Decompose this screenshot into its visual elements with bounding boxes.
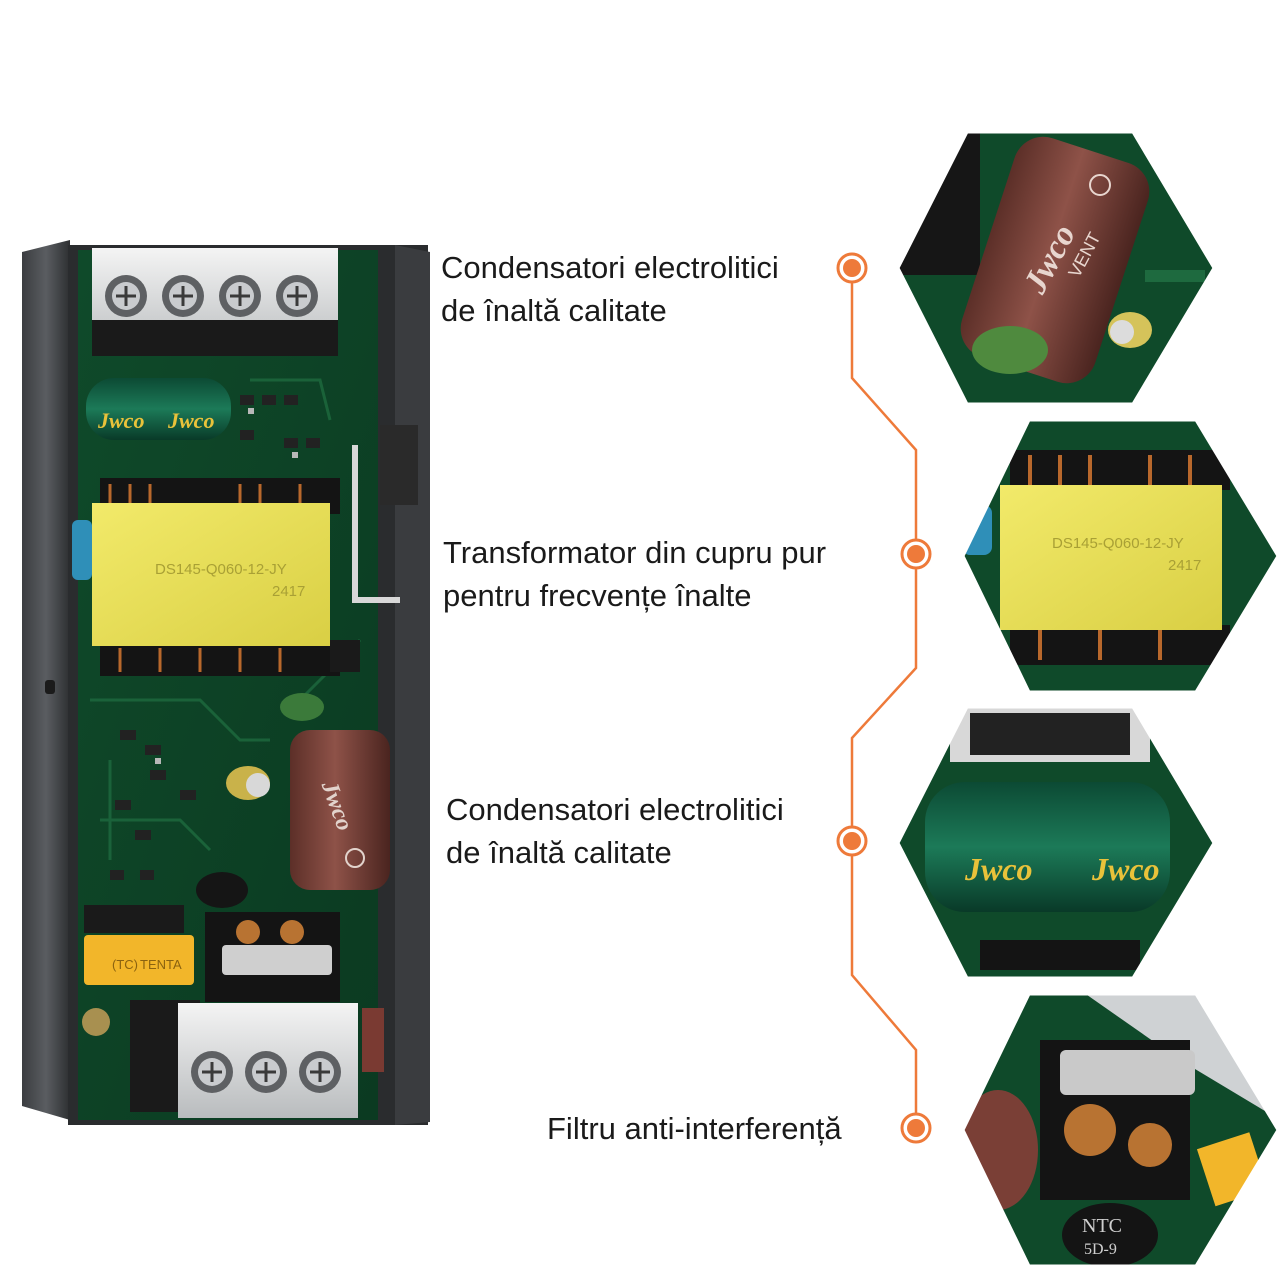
detail-hexagon-capacitor-brown: Jwco VENT (898, 132, 1214, 404)
svg-text:Jwco: Jwco (964, 851, 1033, 887)
callout-dot-icon (900, 1112, 932, 1144)
svg-text:5D-9: 5D-9 (1084, 1241, 1117, 1258)
fuse-brand: TENTA (140, 957, 182, 972)
callout-dot-icon (836, 825, 868, 857)
detail-hexagon-transformer: DS145-Q060-12-JY 2417 (963, 420, 1278, 692)
transformer-code: 2417 (272, 583, 305, 600)
svg-text:(TC): (TC) (112, 957, 138, 972)
svg-text:Jwco: Jwco (97, 408, 144, 433)
callout-label-capacitors-bottom: Condensatori electrolitici de înaltă cal… (446, 792, 784, 870)
svg-text:2417: 2417 (1168, 557, 1201, 574)
transformer-marking: DS145-Q060-12-JY (155, 561, 287, 578)
detail-hexagon-filter: NTC 5D-9 (963, 994, 1278, 1266)
callout-label-filter: Filtru anti-interferență (547, 1111, 842, 1146)
callout-dot-icon (900, 538, 932, 570)
callout-label-capacitors-top: Condensatori electrolitici de înaltă cal… (441, 250, 779, 328)
svg-text:DS145-Q060-12-JY: DS145-Q060-12-JY (1052, 535, 1184, 552)
svg-text:NTC: NTC (1082, 1215, 1122, 1237)
callout-dot-icon (836, 252, 868, 284)
detail-hexagon-capacitor-green: Jwco Jwco (898, 707, 1214, 978)
svg-text:Jwco: Jwco (167, 408, 214, 433)
callout-label-transformer: Transformator din cupru pur pentru frecv… (443, 535, 827, 613)
svg-text:Jwco: Jwco (1091, 851, 1160, 887)
